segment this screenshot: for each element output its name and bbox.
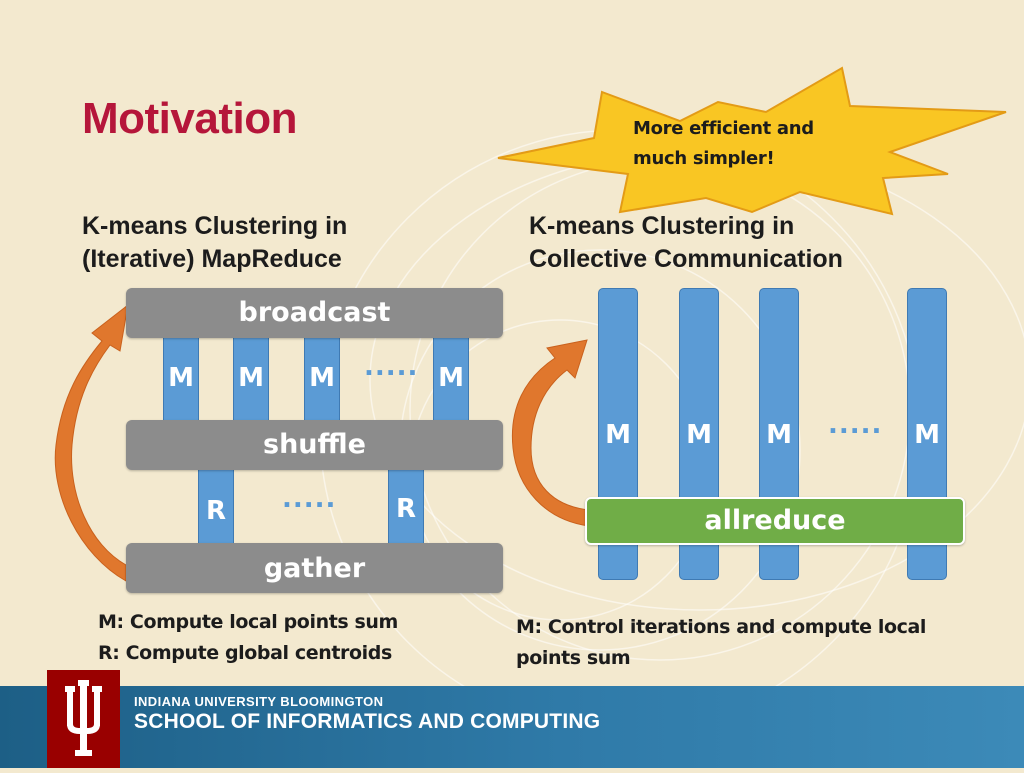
starburst-callout [497, 66, 1007, 216]
map-label: M [238, 363, 264, 393]
footer-banner [0, 686, 1024, 768]
left-heading: K-means Clustering in (Iterative) MapRed… [82, 212, 348, 273]
left-notes: M: Compute local points sum R: Compute g… [98, 611, 398, 664]
map-label: M [914, 420, 940, 450]
map-task-2 [233, 327, 269, 428]
map-label: M [309, 363, 335, 393]
footer-university: INDIANA UNIVERSITY BLOOMINGTON [134, 694, 384, 709]
reduce-ellipsis: ..... [282, 484, 337, 514]
right-notes: M: Control iterations and compute local … [516, 616, 926, 669]
map-ellipsis: ..... [364, 352, 419, 382]
gather-bar: gather [126, 543, 503, 593]
map-label: M [438, 363, 464, 393]
map-label: M [686, 420, 712, 450]
reduce-label: R [205, 496, 227, 526]
map-label: M [605, 420, 631, 450]
shuffle-bar: shuffle [126, 420, 503, 470]
iu-trident-logo [47, 670, 120, 768]
iteration-arrow-left [54, 303, 129, 582]
footer-school: SCHOOL OF INFORMATICS AND COMPUTING [134, 710, 601, 733]
trident-icon [65, 680, 102, 756]
slide-title: Motivation [82, 94, 297, 143]
allreduce-bar: allreduce [585, 497, 965, 545]
map-ellipsis: ..... [828, 410, 883, 440]
reduce-label: R [395, 494, 417, 524]
broadcast-bar: broadcast [126, 288, 503, 338]
map-task-3 [304, 327, 340, 428]
map-label: M [766, 420, 792, 450]
right-heading: K-means Clustering in Collective Communi… [529, 212, 843, 273]
callout-text: More efficient and much simpler! [633, 118, 814, 169]
map-task-4 [433, 327, 469, 428]
iteration-arrow-right [511, 339, 590, 527]
map-label: M [168, 363, 194, 393]
